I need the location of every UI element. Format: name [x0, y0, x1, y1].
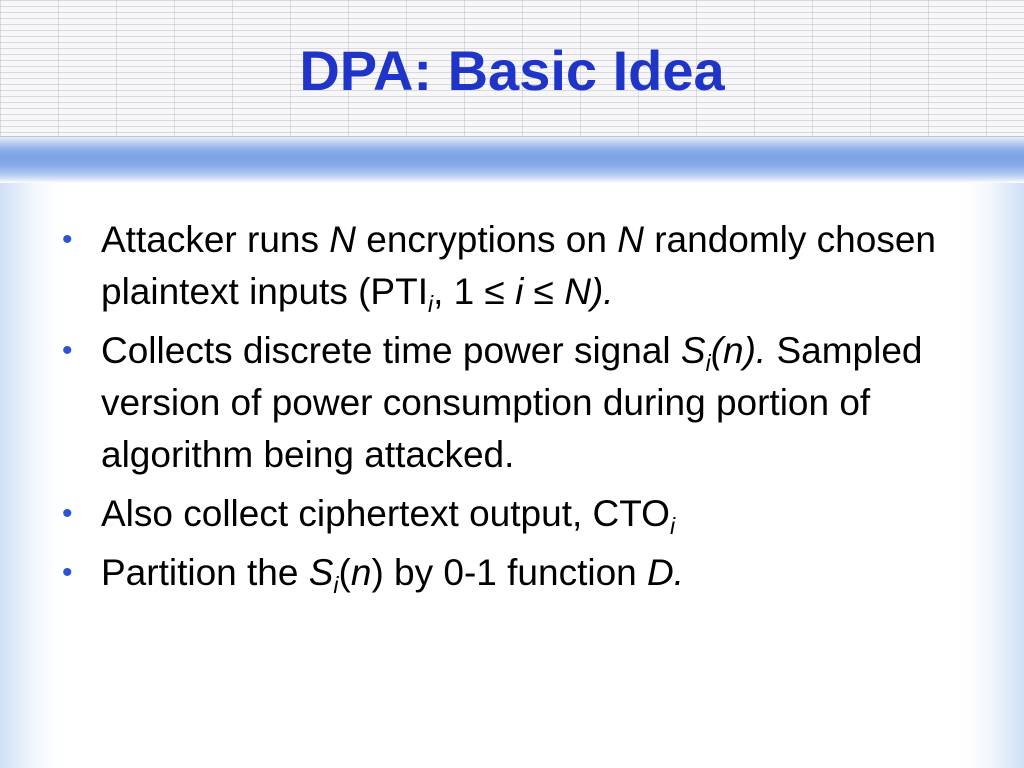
bullet-item-1: • Attacker runs N encryptions on N random…: [62, 214, 962, 318]
var-d: D.: [647, 552, 685, 593]
var-n: n: [350, 552, 372, 593]
subscript-i: i: [427, 291, 434, 318]
var-n: N: [617, 219, 644, 260]
bullet-list: • Attacker runs N encryptions on N random…: [62, 214, 962, 606]
text-run: ≤: [523, 271, 565, 312]
bullet-1-text: Attacker runs N encryptions on N randoml…: [101, 219, 936, 315]
bullet-2-text: Collects discrete time power signal Si(n…: [101, 330, 923, 475]
slide-title: DPA: Basic Idea: [299, 39, 725, 102]
bullet-icon: •: [62, 497, 73, 530]
title-underline-band: [0, 137, 1024, 183]
text-run: encryptions on: [356, 219, 618, 260]
var-i: i: [515, 271, 524, 312]
bullet-4-text: Partition the Si(n) by 0-1 function D.: [101, 552, 685, 596]
text-run: Attacker runs: [101, 219, 330, 260]
bullet-icon: •: [62, 334, 73, 367]
text-run: Also collect ciphertext output, CTO: [101, 493, 670, 534]
text-run: Partition the: [101, 552, 309, 593]
bullet-icon: •: [62, 556, 73, 589]
bullet-item-2: • Collects discrete time power signal Si(…: [62, 325, 962, 481]
text-run: (: [338, 552, 351, 593]
bullet-item-4: • Partition the Si(n) by 0-1 function D.: [62, 547, 962, 599]
title-bar: [0, 0, 1024, 137]
text-run: , 1 ≤: [433, 271, 516, 312]
bullet-icon: •: [62, 223, 73, 256]
var-n-arg: (n).: [710, 330, 767, 371]
text-run: randomly chosen plaintext inputs (PTI: [101, 219, 936, 312]
var-n: N: [329, 219, 356, 260]
var-n-close: N).: [564, 271, 614, 312]
subscript-i: i: [333, 572, 339, 599]
var-s: S: [680, 330, 706, 371]
var-s: S: [308, 552, 334, 593]
text-run: ) by 0-1 function: [371, 552, 648, 593]
subscript-i: i: [705, 350, 711, 377]
bullet-3-text: Also collect ciphertext output, CTOi: [101, 493, 675, 537]
text-run: Sampled version of power consumption dur…: [101, 330, 923, 475]
bullet-item-3: • Also collect ciphertext output, CTOi: [62, 488, 962, 540]
subscript-i: i: [669, 513, 676, 540]
text-run: Collects discrete time power signal: [101, 330, 681, 371]
